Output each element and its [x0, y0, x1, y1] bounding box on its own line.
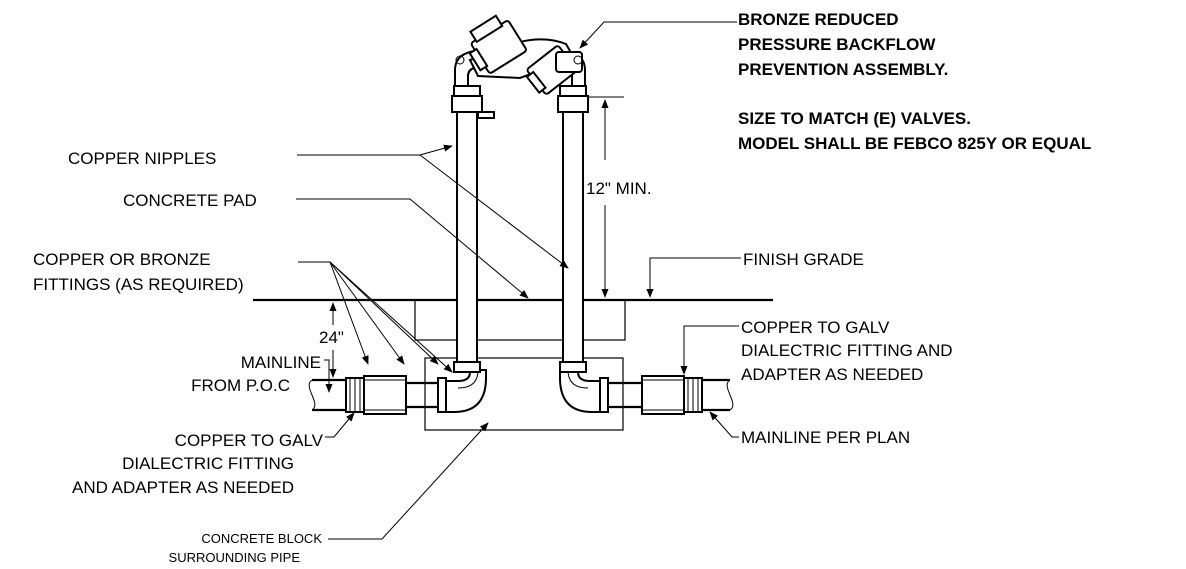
dim-24-label: 24": [319, 328, 344, 347]
label-mainline-plan: MAINLINE PER PLAN: [741, 428, 910, 447]
label-dialectric-left-3: AND ADAPTER AS NEEDED: [72, 478, 294, 497]
leader-copper-nipples-2: [419, 154, 569, 269]
label-fittings-1: COPPER OR BRONZE: [33, 250, 211, 269]
leader-fittings-4: [329, 261, 453, 373]
leader-backflow: [579, 21, 737, 49]
leader-dialectric-left: [325, 412, 355, 438]
label-size-note-1: SIZE TO MATCH (E) VALVES.: [738, 109, 971, 128]
label-size-note-2: MODEL SHALL BE FEBCO 825Y OR EQUAL: [738, 134, 1091, 153]
label-concrete-pad: CONCRETE PAD: [123, 191, 257, 210]
label-mainline-poc-2: FROM P.O.C: [191, 376, 290, 395]
label-dialectric-left-1: COPPER TO GALV: [175, 431, 324, 450]
label-dialectric-right-2: DIALECTRIC FITTING AND: [741, 341, 953, 360]
leader-concrete-pad: [296, 198, 529, 299]
label-concrete-block-1: CONCRETE BLOCK: [201, 531, 322, 546]
label-finish-grade: FINISH GRADE: [743, 250, 864, 269]
leader-dialectric-right: [680, 325, 739, 375]
label-copper-nipples: COPPER NIPPLES: [68, 149, 216, 168]
mainline-left: [308, 369, 487, 415]
leader-concrete-block: [328, 422, 489, 540]
leader-finish-grade: [646, 257, 741, 298]
leader-fittings-3: [329, 261, 439, 365]
label-backflow-3: PREVENTION ASSEMBLY.: [738, 60, 948, 79]
label-fittings-2: FITTINGS (AS REQUIRED): [33, 275, 244, 294]
riser-right: [557, 85, 589, 373]
leader-mainline-plan: [709, 411, 739, 438]
dim-12-label: 12" MIN.: [586, 179, 652, 198]
label-backflow-2: PRESSURE BACKFLOW: [738, 35, 936, 54]
backflow-assembly: [454, 14, 586, 95]
label-dialectric-right-3: ADAPTER AS NEEDED: [741, 365, 923, 384]
label-backflow-1: BRONZE REDUCED: [738, 10, 899, 29]
label-dialectric-right-1: COPPER TO GALV: [741, 318, 890, 337]
concrete-pad: [414, 299, 626, 341]
label-concrete-block-2: SURROUNDING PIPE: [169, 550, 301, 565]
concrete-block: [424, 357, 624, 431]
label-dialectric-left-2: DIALECTRIC FITTING: [122, 454, 294, 473]
mainline-right: [559, 369, 734, 415]
leader-copper-nipples: [297, 144, 453, 156]
riser-left: [451, 85, 495, 373]
leader-fittings-2: [329, 261, 405, 365]
leader-mainline-poc: [324, 359, 333, 393]
label-mainline-poc-1: MAINLINE: [241, 353, 321, 372]
